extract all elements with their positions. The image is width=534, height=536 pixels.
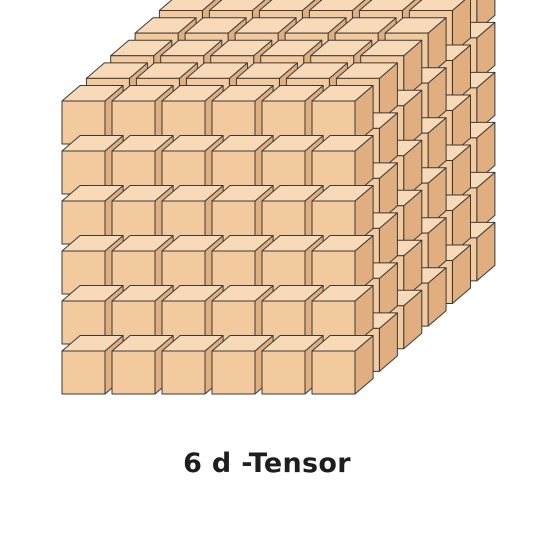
cube-front-face bbox=[111, 350, 156, 395]
cube-front-face bbox=[261, 350, 306, 395]
tensor-cube bbox=[311, 285, 374, 345]
tensor-cube bbox=[261, 135, 324, 195]
cube-front-face bbox=[211, 350, 256, 395]
tensor-cube bbox=[311, 85, 374, 145]
cube-front-face bbox=[61, 350, 106, 395]
tensor-cube bbox=[261, 285, 324, 345]
tensor-cube bbox=[311, 335, 374, 395]
cube-front-face bbox=[161, 350, 206, 395]
cube-front-face bbox=[311, 350, 356, 395]
tensor-cube bbox=[311, 235, 374, 295]
tensor-cube bbox=[311, 135, 374, 195]
tensor-cube bbox=[311, 185, 374, 245]
tensor-caption: 6 d -Tensor bbox=[183, 448, 351, 479]
tensor-cube bbox=[111, 135, 174, 195]
